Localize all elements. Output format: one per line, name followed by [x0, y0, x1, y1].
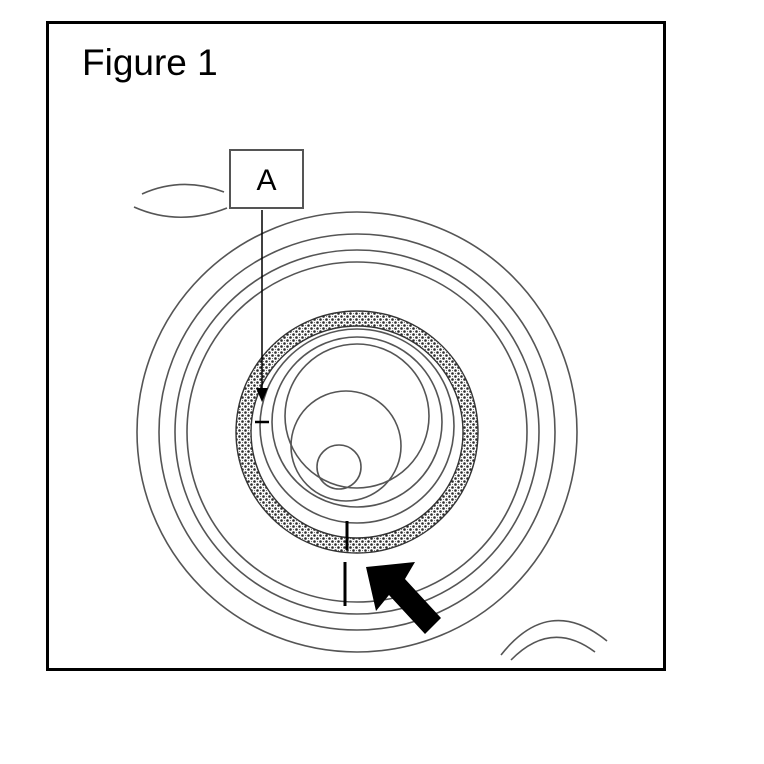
outer-housing-rings [136, 211, 578, 653]
inner-hub-rings [259, 328, 455, 524]
callout-leader [255, 210, 269, 424]
callout-box-a: A [229, 149, 304, 209]
figure-title: Figure 1 [82, 42, 218, 83]
figure-frame: Figure 1 [46, 21, 666, 671]
knurled-ring [229, 304, 485, 560]
decorative-arcs-top-left [133, 183, 228, 219]
decorative-arcs-bottom-right [500, 619, 608, 661]
diagram: A [133, 149, 608, 661]
pointer-arrow-icon [366, 562, 441, 634]
alignment-mark [343, 521, 349, 606]
callout-label-a: A [256, 164, 276, 197]
